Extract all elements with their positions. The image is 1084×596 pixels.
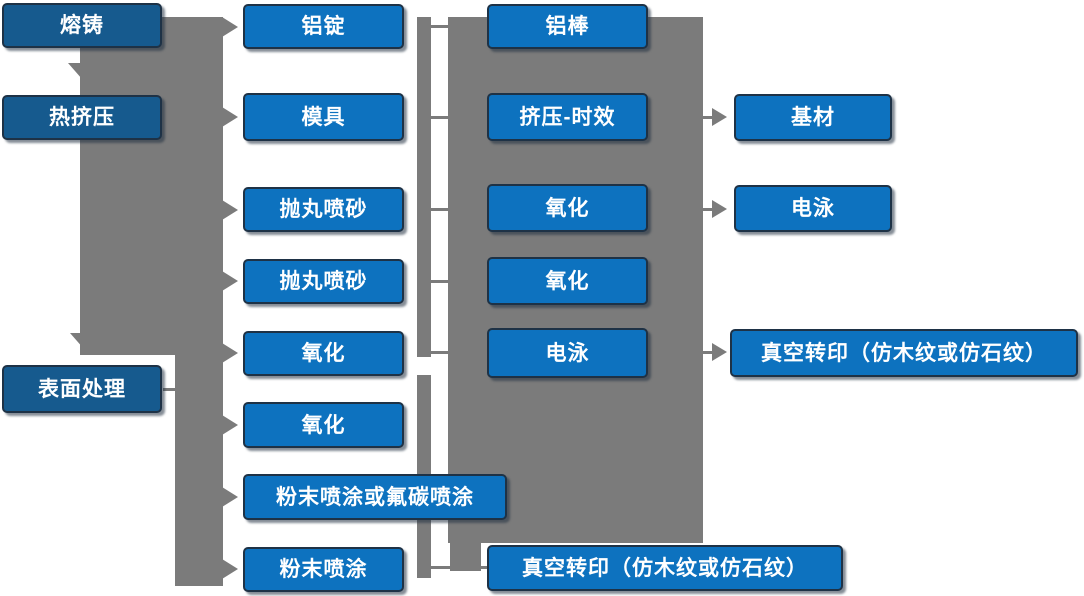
connector-left-band-narrow <box>175 355 223 586</box>
node-oxidation-4: 氧化 <box>487 257 648 305</box>
node-powder-or-fluorocarbon: 粉末喷涂或氟碳喷涂 <box>243 474 507 520</box>
node-aluminum-ingot: 铝锭 <box>243 4 404 49</box>
node-melt-cast: 熔铸 <box>2 3 162 48</box>
connector-tick-row4 <box>431 280 448 283</box>
node-base-material: 基材 <box>734 94 892 141</box>
arrow-right-to-aluminum-ingot <box>222 17 238 37</box>
node-aluminum-rod: 铝棒 <box>487 4 648 49</box>
arrow-right-to-vacuum-transfer <box>712 343 727 361</box>
node-hot-extrusion: 热挤压 <box>2 95 162 140</box>
node-oxidation-1: 氧化 <box>243 331 404 376</box>
connector-left-band-wide <box>80 17 223 355</box>
arrow-stem-to-vacuum-transfer <box>701 351 713 354</box>
node-vacuum-transfer-2: 真空转印（仿木纹或仿石纹） <box>487 545 843 591</box>
node-extrusion-aging: 挤压-时效 <box>487 93 648 141</box>
connector-tick-row1 <box>431 25 448 28</box>
arrow-right-to-base-material <box>712 108 727 126</box>
arrow-right-to-electrophoresis <box>712 200 727 218</box>
arrow-right-to-mold <box>222 107 238 127</box>
arrow-down-to-hot-extrusion <box>68 63 96 79</box>
node-surface-treatment: 表面处理 <box>2 365 162 413</box>
connector-tick-row5 <box>431 351 448 354</box>
node-electrophoresis-1: 电泳 <box>487 328 648 378</box>
node-mold: 模具 <box>243 93 404 141</box>
node-shot-blast-2: 抛丸喷砂 <box>243 259 404 304</box>
node-oxidation-2: 氧化 <box>243 402 404 448</box>
node-vacuum-transfer-1: 真空转印（仿木纹或仿石纹） <box>730 329 1078 377</box>
node-electrophoresis-2: 电泳 <box>734 185 892 232</box>
arrow-down-to-surface-treatment <box>70 333 98 349</box>
arrow-right-to-powder-fluoro <box>222 487 238 507</box>
connector-tick-bottom <box>431 566 487 569</box>
connector-mid-band-upper <box>417 17 431 357</box>
node-powder-coating: 粉末喷涂 <box>243 547 404 592</box>
node-oxidation-3: 氧化 <box>487 184 648 232</box>
arrow-stem-to-electrophoresis <box>701 208 713 211</box>
arrow-right-to-shot-blast-2 <box>222 271 238 291</box>
arrow-right-to-oxidation-1 <box>222 343 238 363</box>
connector-surface-link <box>163 388 178 391</box>
connector-tick-row3 <box>431 208 448 211</box>
arrow-right-to-shot-blast-1 <box>222 200 238 220</box>
arrow-stem-to-base-material <box>701 116 713 119</box>
connector-tick-row2 <box>431 116 448 119</box>
arrow-right-to-oxidation-2 <box>222 415 238 435</box>
arrow-right-to-powder-coating <box>222 559 238 579</box>
node-shot-blast-1: 抛丸喷砂 <box>243 187 404 232</box>
